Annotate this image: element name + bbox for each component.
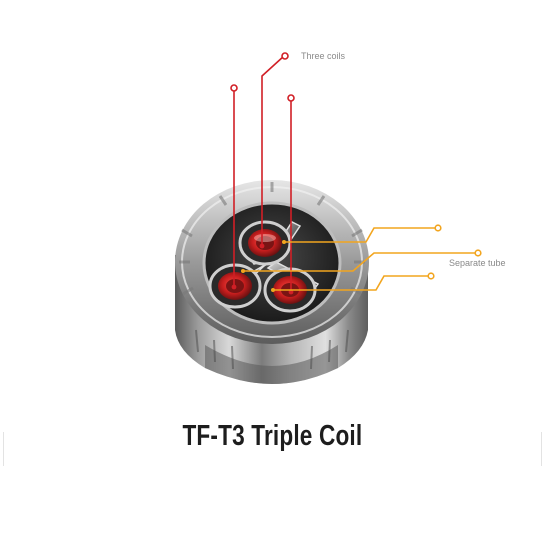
three-coils-label: Three coils bbox=[301, 51, 346, 61]
tube-callout-lines bbox=[243, 227, 476, 291]
coil-callout-markers bbox=[230, 52, 295, 102]
separate-tube-label: Separate tube bbox=[449, 258, 506, 268]
knurled-edge bbox=[179, 182, 365, 296]
coil-callout-lines bbox=[233, 55, 292, 292]
body-grooves bbox=[195, 329, 349, 370]
tube-callout-markers bbox=[427, 224, 482, 280]
body-base-band bbox=[205, 345, 338, 384]
right-edge-mark bbox=[541, 432, 542, 466]
coil-top bbox=[238, 220, 292, 266]
tube-callout-dots bbox=[241, 240, 286, 292]
coil-callout-dots bbox=[231, 243, 294, 295]
product-caption: TF-T3 Triple Coil bbox=[182, 420, 363, 452]
left-edge-mark bbox=[3, 432, 4, 466]
